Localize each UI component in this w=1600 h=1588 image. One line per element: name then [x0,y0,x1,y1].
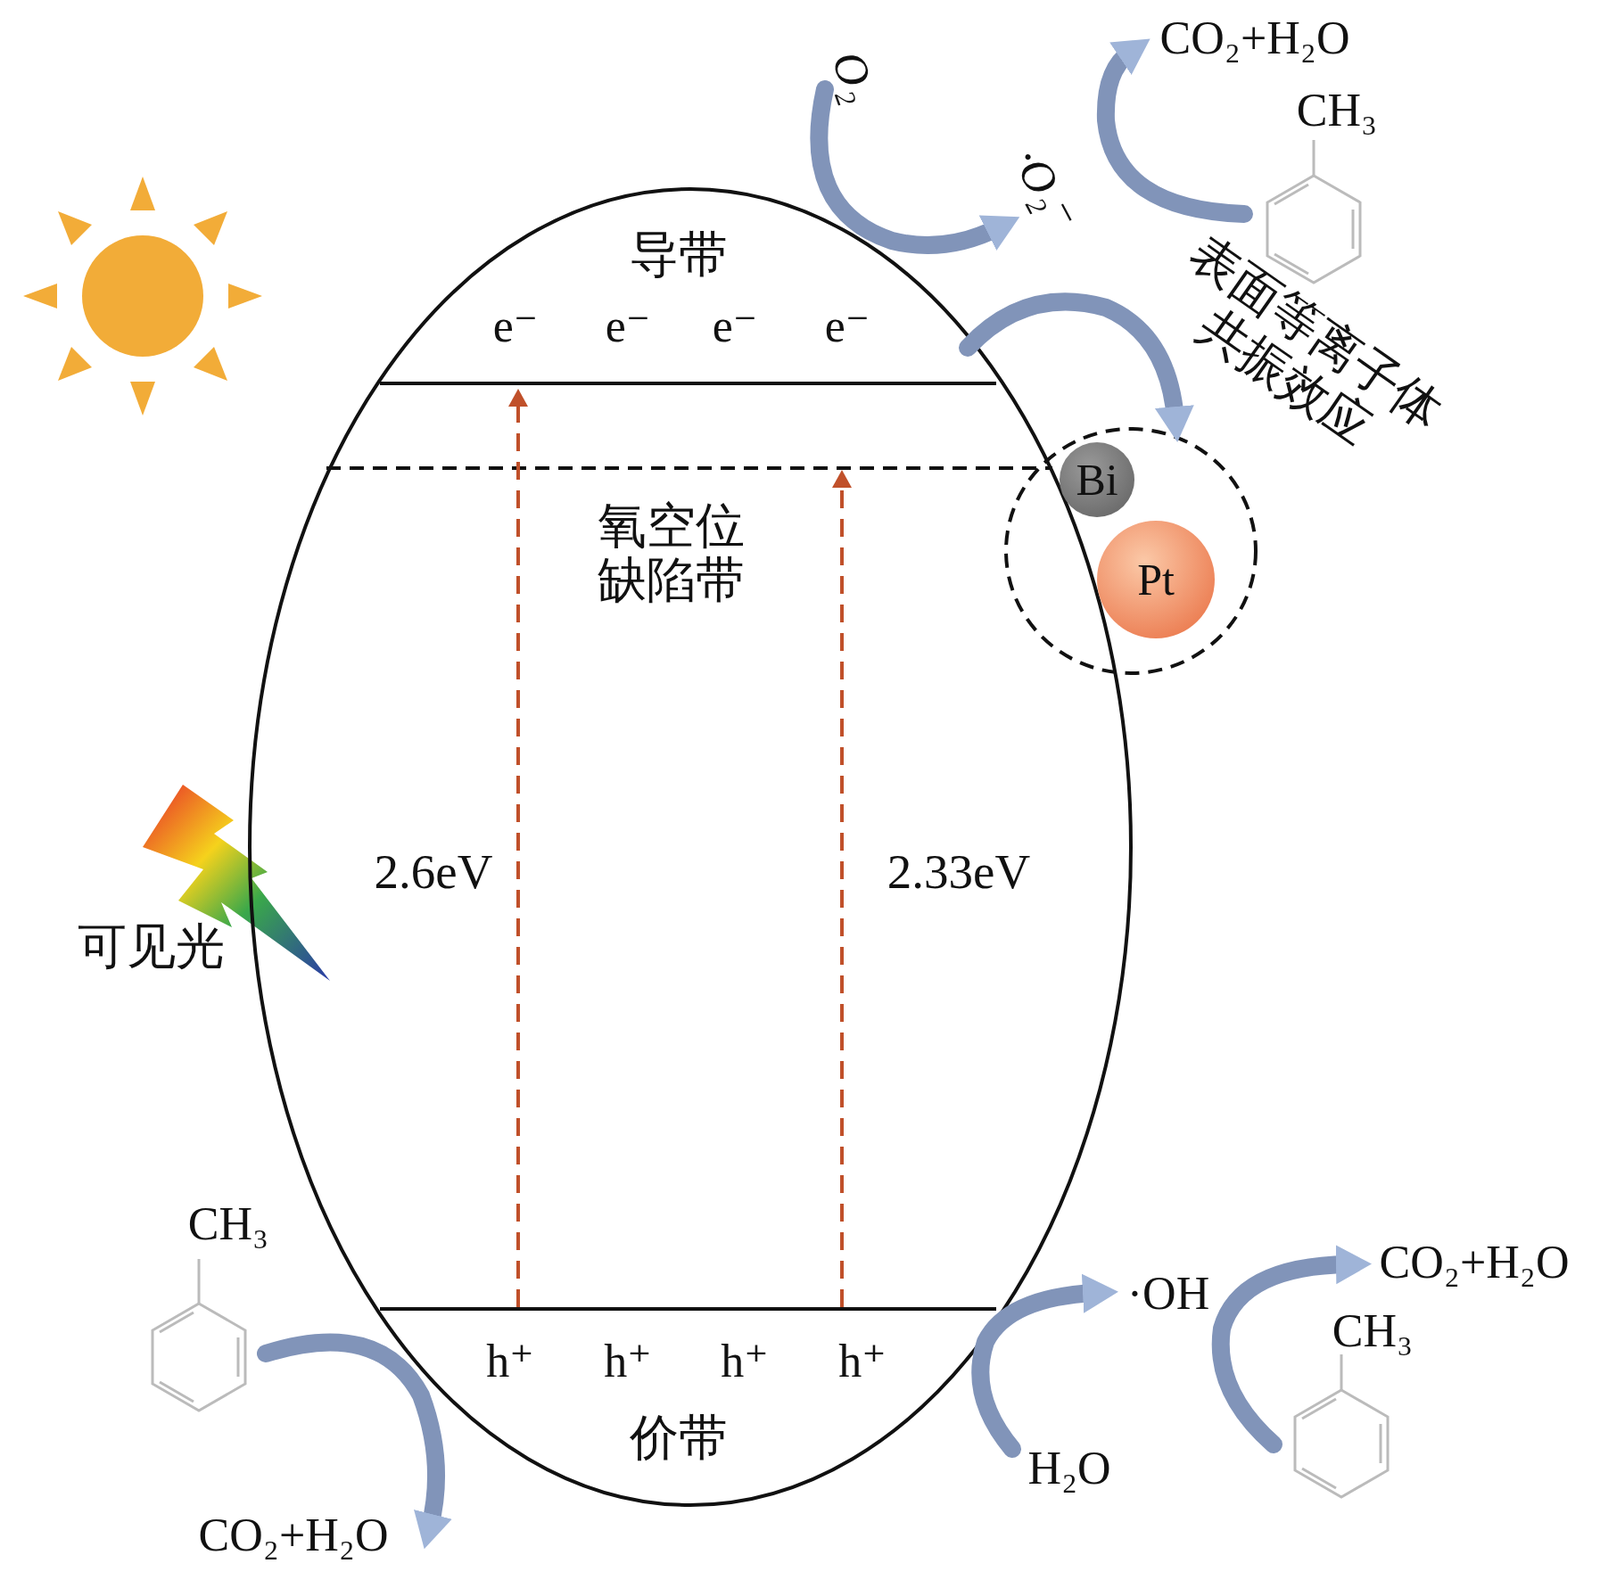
particle-label: Pt [1137,553,1175,606]
hole-label: h⁺ [720,1336,768,1387]
hole-label: h⁺ [486,1336,534,1387]
electron-label: e⁻ [824,300,871,352]
pt-particle: Pt [1096,520,1215,639]
product-label: CO₂+H₂O [198,1509,389,1561]
conduction-band-edge [379,381,997,386]
hole-label: h⁺ [838,1336,886,1387]
sun [23,176,263,416]
methyl-label: CH₃ [1296,84,1378,136]
electron-label: e⁻ [493,300,539,352]
bandgap-value: 2.6eV [374,845,494,900]
product-label: CO₂+H₂O [1379,1237,1570,1288]
methyl-label: CH₃ [188,1198,269,1250]
methyl-label: CH₃ [1332,1305,1413,1357]
semiconductor-particle [249,189,1131,1506]
molecule-label: H₂O [1027,1443,1111,1494]
particle-label: Bi [1075,453,1118,506]
hole-label: h⁺ [603,1336,652,1387]
bandgap-value: 2.33eV [887,845,1031,900]
effect-label: 表面等离子体 共振效应 [1140,220,1460,489]
band-label: 价带 [629,1411,728,1467]
band-label: 导带 [629,228,728,283]
defect-band-label: 氧空位 缺陷带 [587,499,755,608]
electron-label: e⁻ [712,300,759,352]
product-label: CO₂+H₂O [1160,12,1351,64]
radical-label: ·OH [1127,1268,1210,1320]
excitation-arrow [840,478,844,1308]
radical-label: ·O₂⁻ [1002,139,1089,240]
electron-label: e⁻ [605,300,652,352]
bi-pt-region [1006,428,1256,674]
light-label: 可见光 [77,920,225,975]
oxygen-vacancy-band [326,466,1053,471]
bi-particle: Bi [1059,442,1135,518]
valence-band-edge [379,1307,997,1312]
excitation-arrow [516,397,520,1308]
